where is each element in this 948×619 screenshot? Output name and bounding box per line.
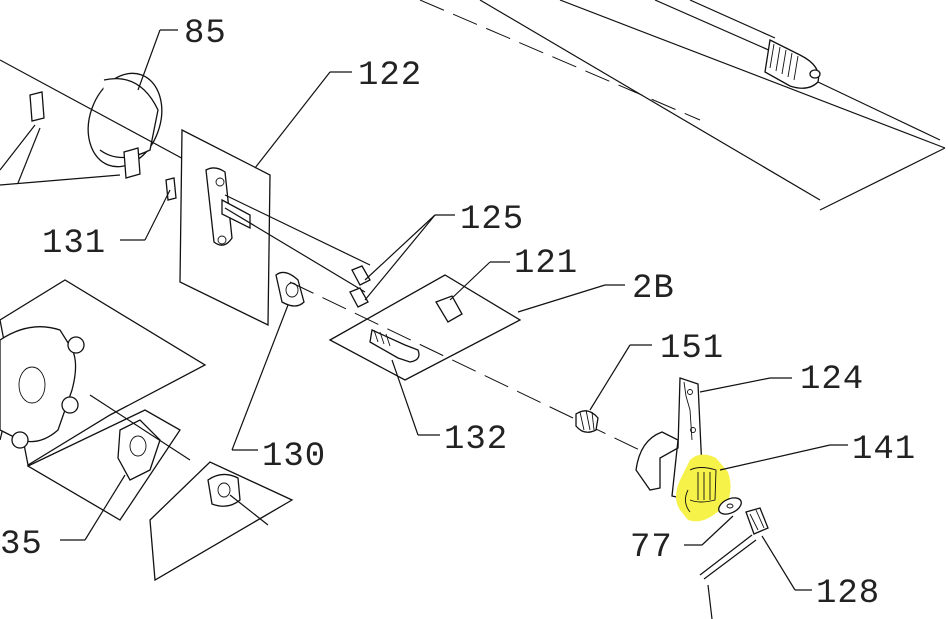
callout-85: 85 bbox=[184, 15, 227, 53]
callout-2b: 2B bbox=[632, 270, 675, 308]
part-128-nut bbox=[745, 507, 769, 535]
callout-121: 121 bbox=[514, 245, 578, 283]
part-130-spacer bbox=[275, 271, 305, 307]
keys bbox=[0, 59, 251, 201]
callout-132: 132 bbox=[444, 421, 508, 459]
steering-shaft bbox=[419, 0, 946, 211]
lower-left-hub-assembly bbox=[0, 279, 294, 582]
callout-122: 122 bbox=[358, 57, 422, 95]
callout-151: 151 bbox=[660, 330, 724, 368]
callout-35: 35 bbox=[0, 526, 43, 564]
callout-130: 130 bbox=[262, 438, 326, 476]
callout-131: 131 bbox=[42, 225, 106, 263]
callout-141: 141 bbox=[852, 431, 916, 469]
part-77-washer bbox=[718, 497, 742, 515]
callout-125: 125 bbox=[460, 201, 524, 239]
part-125-pins bbox=[349, 265, 371, 308]
part-141-spring-highlight bbox=[676, 454, 731, 522]
callout-128: 128 bbox=[816, 575, 880, 613]
part-122-plate bbox=[179, 128, 371, 327]
callout-124: 124 bbox=[800, 361, 864, 399]
callout-77: 77 bbox=[630, 529, 673, 567]
part-151-spring bbox=[575, 409, 599, 433]
